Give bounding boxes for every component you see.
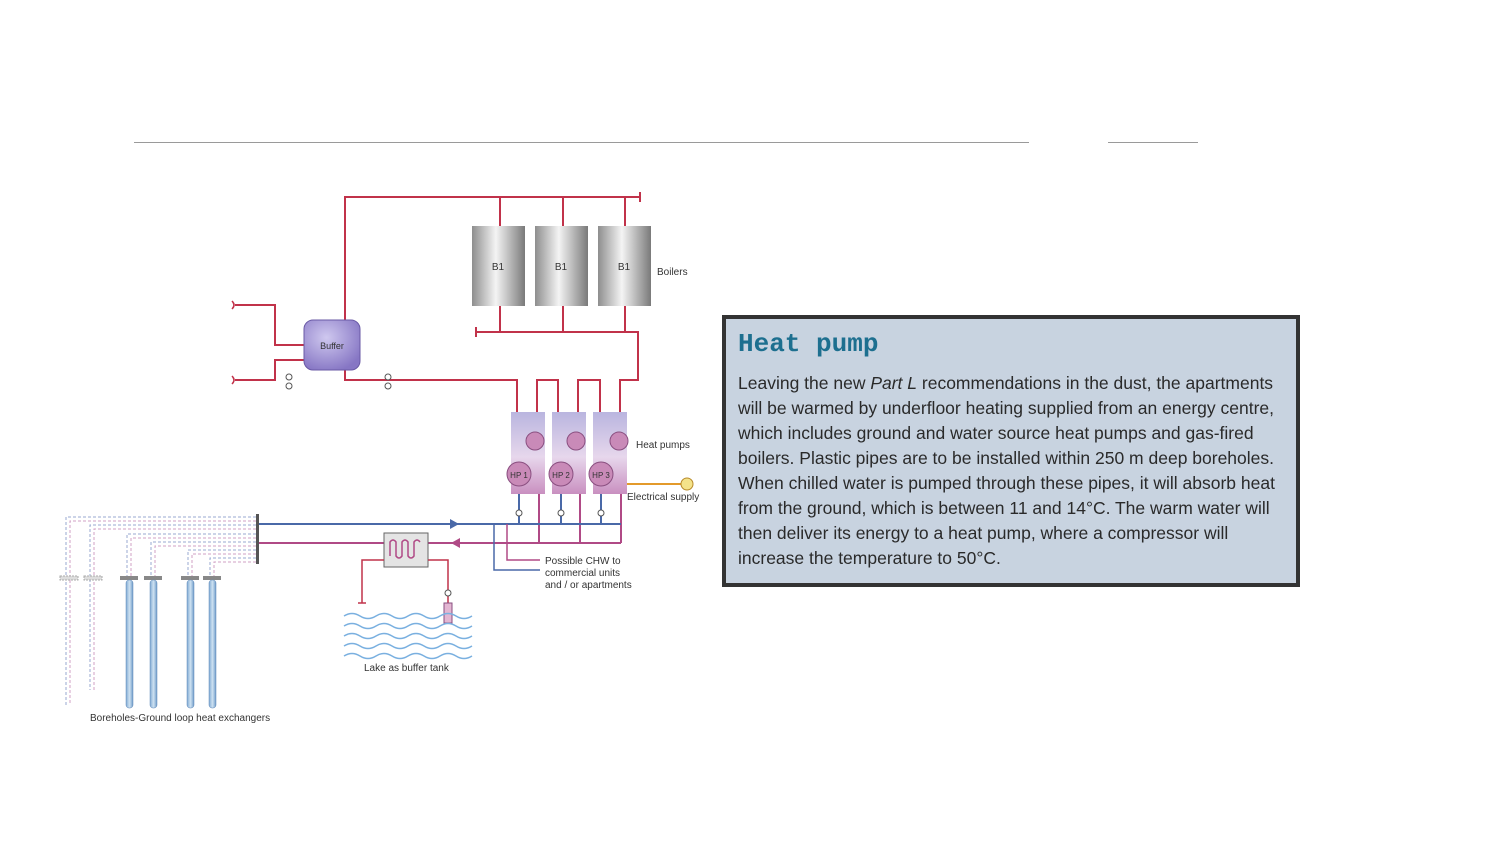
lake-label: Lake as buffer tank [364, 663, 450, 674]
boiler-3 [598, 226, 651, 306]
electrical-supply-label: Electrical supply [627, 492, 699, 503]
heat-pump-info-box: Heat pump Leaving the new Part L recomme… [722, 315, 1300, 587]
chw-label-2: commercial units [545, 568, 620, 579]
heat-pump-2-label: HP 2 [552, 471, 570, 480]
buffer-tank [303, 319, 361, 371]
info-text-start: Leaving the new [738, 373, 871, 393]
chw-label-3: and / or apartments [545, 580, 632, 591]
info-text: Leaving the new Part L recommendations i… [738, 371, 1284, 571]
heating-system-diagram: B1 B1 B1 Boilers Buffer HP 1 HP 2 HP 3 H… [59, 192, 699, 724]
lake-waves [343, 612, 473, 660]
circulation-pumps [285, 373, 392, 390]
boilers-label: Boilers [657, 267, 688, 278]
lake-pipes [358, 559, 449, 612]
heat-pump-3-label: HP 3 [592, 471, 610, 480]
heat-pump-1-label: HP 1 [510, 471, 528, 480]
boiler-3-label: B1 [618, 262, 631, 273]
top-rule-right [1108, 142, 1198, 143]
manifold [256, 514, 259, 564]
flow-pipes [235, 192, 641, 412]
borehole-feeders [65, 516, 256, 705]
ground-loop-headers [258, 523, 621, 544]
heat-exchanger [383, 532, 429, 568]
info-text-rest: recommendations in the dust, the apartme… [738, 373, 1275, 568]
boiler-2-label: B1 [555, 262, 568, 273]
electrical-supply-icon [680, 477, 694, 491]
info-title: Heat pump [738, 329, 879, 359]
heat-pumps-label: Heat pumps [636, 440, 690, 451]
boiler-1-label: B1 [492, 262, 505, 273]
heat-pumps: HP 1 HP 2 HP 3 [506, 412, 629, 494]
chw-branches [493, 524, 540, 571]
top-rule-left [134, 142, 1029, 143]
boreholes [59, 575, 221, 709]
buffer-label: Buffer [320, 341, 344, 351]
heat-pump-connections [518, 494, 622, 543]
boilers: B1 B1 B1 [472, 226, 651, 306]
pipe-ends [231, 300, 235, 385]
boreholes-label: Boreholes-Ground loop heat exchangers [90, 713, 270, 724]
chw-label-1: Possible CHW to [545, 556, 621, 567]
boiler-1 [472, 226, 525, 306]
boiler-2 [535, 226, 588, 306]
info-text-emphasis: Part L [870, 373, 918, 393]
